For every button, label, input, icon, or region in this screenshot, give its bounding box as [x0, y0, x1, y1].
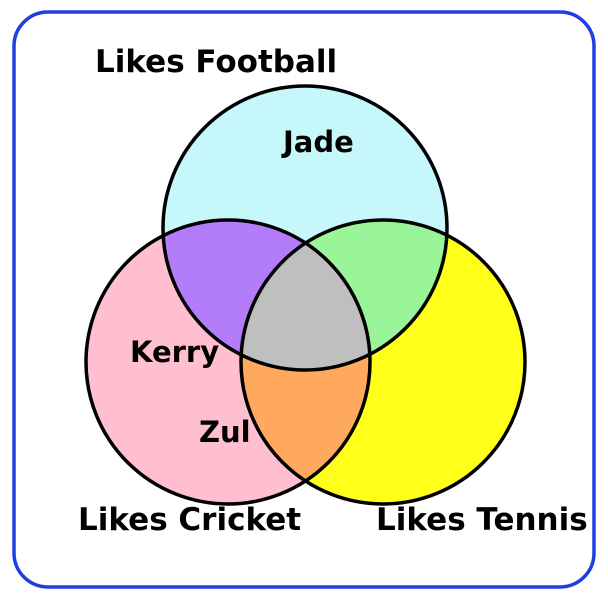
outline-tennis: [239, 218, 527, 506]
outline-football: [161, 84, 449, 372]
label-tennis: Likes Tennis: [376, 502, 588, 538]
outline-cricket: [84, 218, 372, 506]
region-all-three: [241, 220, 370, 370]
label-football: Likes Football: [95, 44, 337, 80]
member-kerry: Kerry: [130, 335, 219, 369]
label-cricket: Likes Cricket: [78, 502, 301, 538]
member-zul: Zul: [199, 415, 251, 449]
member-jade: Jade: [281, 125, 354, 159]
